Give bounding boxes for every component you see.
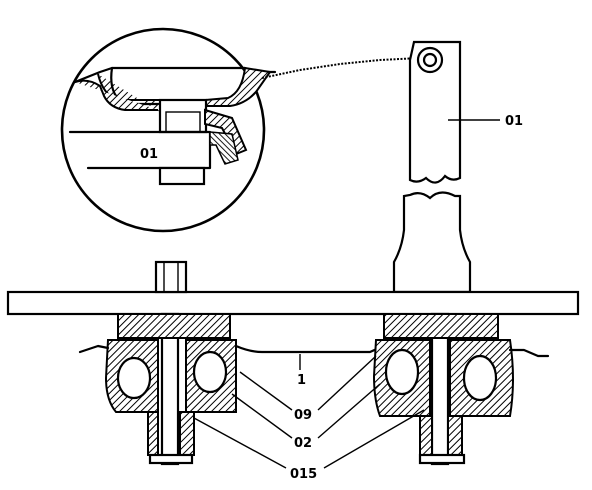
- detail-boss: [158, 166, 206, 186]
- left-assembly: [104, 313, 237, 465]
- right-nut: [418, 453, 466, 465]
- tool-upper: [408, 40, 462, 184]
- detail-view: 01: [60, 27, 421, 233]
- tool-lower: [392, 191, 472, 294]
- left-nut: [148, 453, 194, 465]
- detail-cup-right: [204, 66, 272, 107]
- detail-center-block: [158, 98, 208, 134]
- detail-circle: [60, 27, 266, 233]
- left-upper-ring: [117, 313, 231, 339]
- label-09: 09: [294, 408, 312, 423]
- right-upper-ring: [383, 313, 499, 339]
- base-plate: [6, 290, 580, 316]
- left-bolt-head: [154, 260, 188, 294]
- tool-bar: 01: [392, 40, 523, 294]
- callouts: 1 09 02 015: [193, 354, 425, 482]
- label-02: 02: [294, 436, 312, 451]
- detail-label-01: 01: [140, 147, 158, 162]
- label-1: 1: [297, 373, 306, 388]
- detail-lip-left: [74, 79, 158, 111]
- label-01-tool: 01: [505, 114, 523, 129]
- right-assembly: [372, 313, 550, 465]
- tool-eye-inner: [422, 52, 438, 68]
- left-bolt: [154, 260, 188, 466]
- detail-leader: [261, 57, 421, 79]
- detail-plate: [68, 130, 212, 170]
- label-015: 015: [290, 467, 317, 482]
